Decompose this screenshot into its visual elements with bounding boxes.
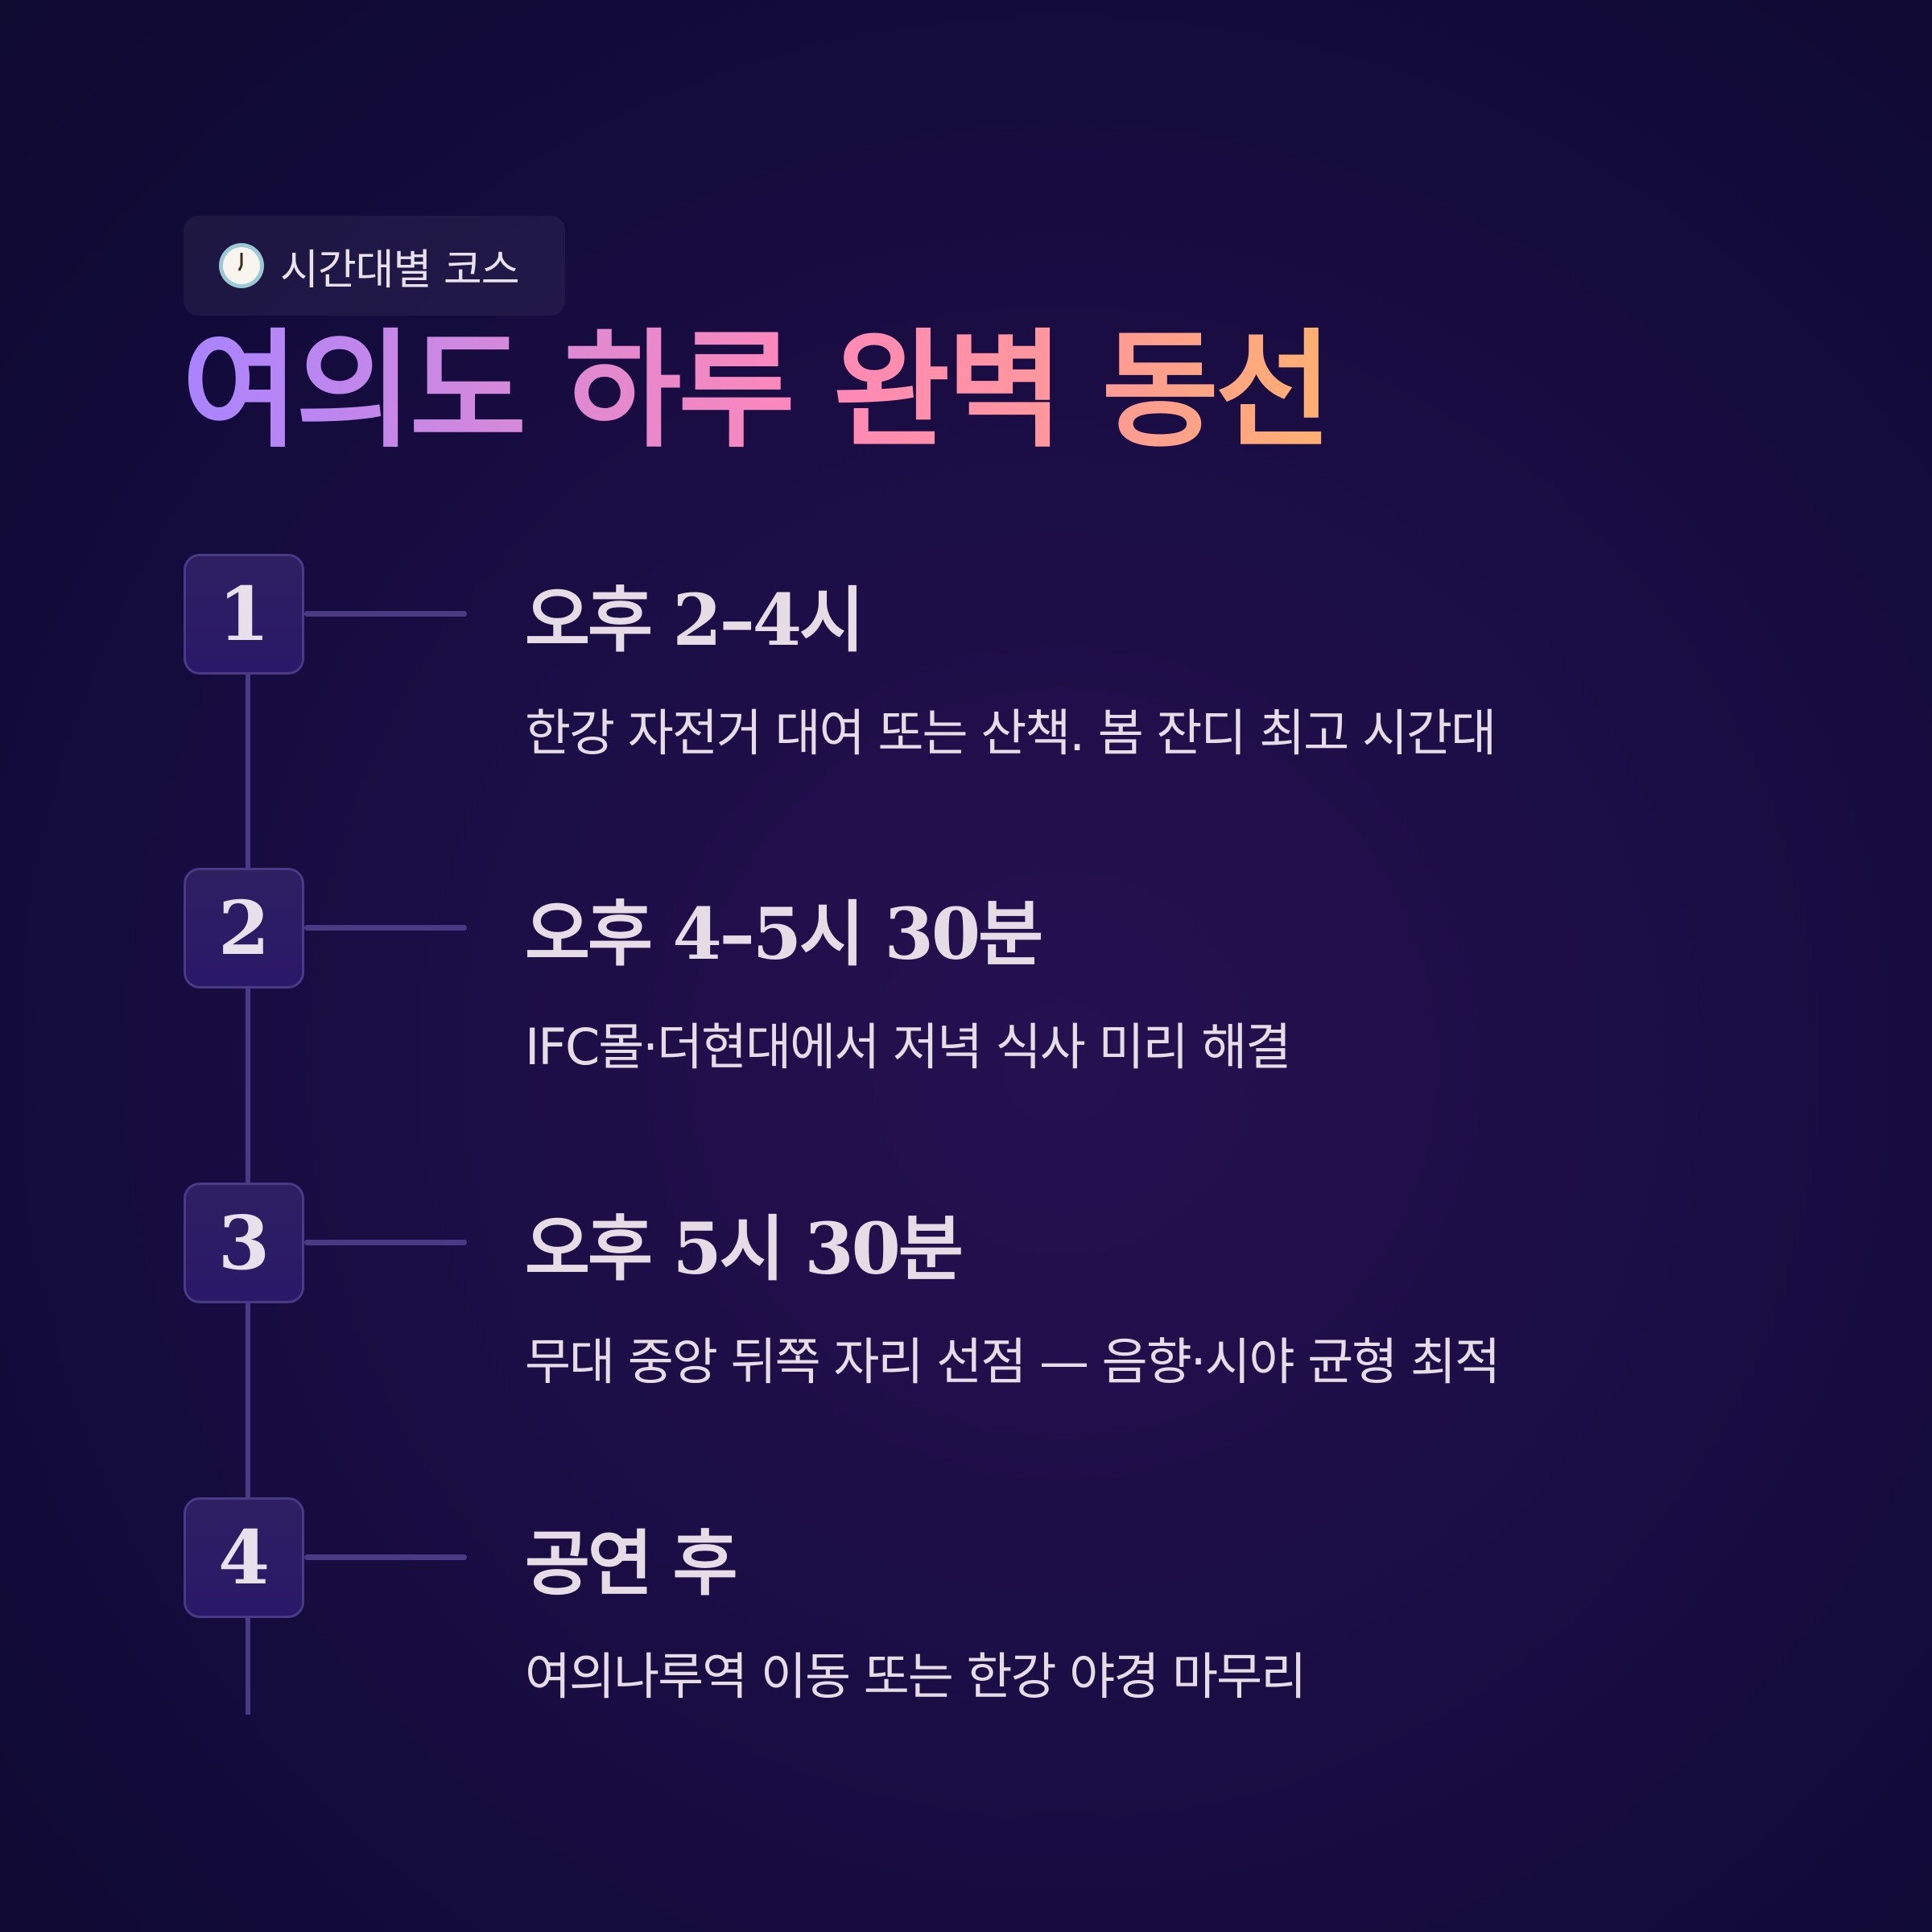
clock-icon [219,243,264,288]
badge-label: 시간대별 코스 [280,246,520,295]
step-number: 4 [184,1497,304,1618]
timeline-step: 1 오후 2–4시 한강 자전거 대여 또는 산책. 봄 잔디 최고 시간대 [184,554,1713,762]
timeline-step: 3 오후 5시 30분 무대 중앙 뒤쪽 자리 선점 — 음향·시야 균형 최적 [184,1183,1713,1391]
step-number: 2 [184,868,304,989]
step-number: 1 [184,554,304,675]
step-connector [304,925,467,931]
step-time: 오후 4–5시 30분 [525,892,1043,976]
section-badge: 시간대별 코스 [184,216,565,316]
step-connector [304,611,467,617]
step-connector [304,1554,467,1560]
timeline-step: 2 오후 4–5시 30분 IFC몰·더현대에서 저녁 식사 미리 해결 [184,868,1713,1076]
step-description: IFC몰·더현대에서 저녁 식사 미리 해결 [525,1018,1291,1076]
step-connector [304,1240,467,1245]
timeline-step: 4 공연 후 여의나루역 이동 또는 한강 야경 마무리 [184,1497,1713,1706]
step-time: 공연 후 [525,1521,738,1605]
step-description: 무대 중앙 뒤쪽 자리 선점 — 음향·시야 균형 최적 [525,1332,1501,1391]
step-description: 한강 자전거 대여 또는 산책. 봄 잔디 최고 시간대 [525,704,1496,762]
page-title: 여의도 하루 완벽 동선 [182,317,1332,465]
step-time: 오후 5시 30분 [525,1207,964,1290]
step-description: 여의나루역 이동 또는 한강 야경 마무리 [525,1647,1307,1706]
step-number: 3 [184,1183,304,1303]
step-time: 오후 2–4시 [525,578,865,662]
